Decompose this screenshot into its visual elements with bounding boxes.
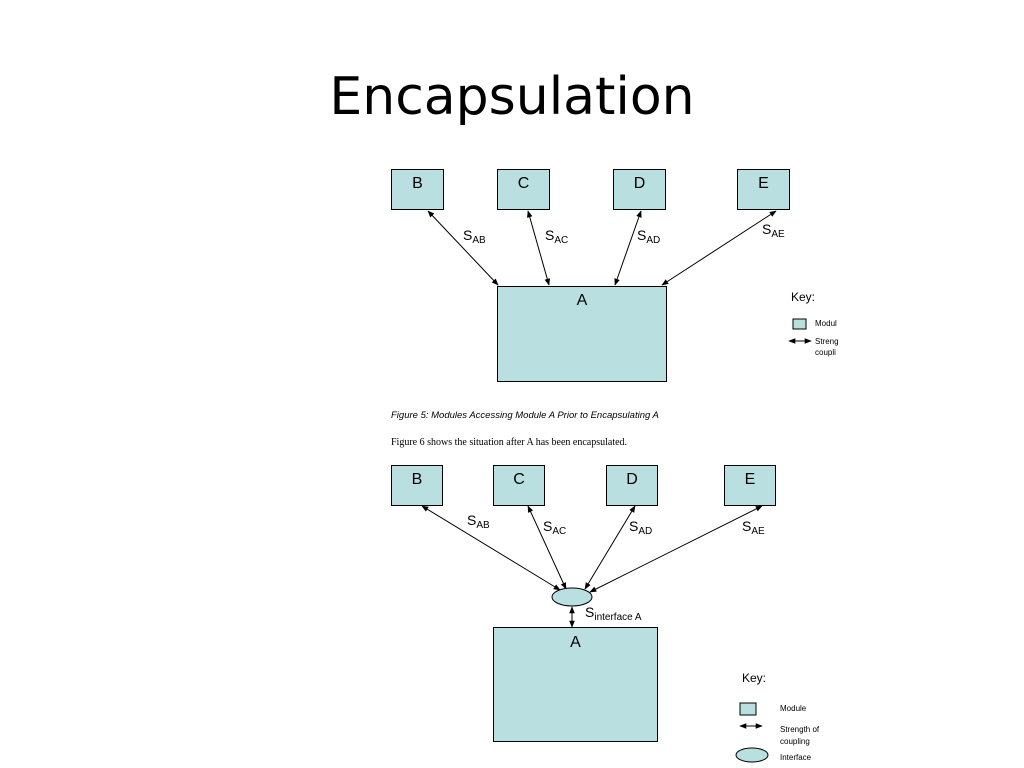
key-module-swatch: [792, 318, 807, 330]
strength-interface-label: Sinterface A: [585, 604, 642, 623]
arrow-b-interface: [421, 505, 561, 591]
module-a: A: [493, 627, 658, 742]
module-c: C: [497, 169, 550, 210]
strength-ac-label: SAC: [543, 518, 567, 537]
strength-ab-label: SAB: [467, 512, 490, 531]
arrow-ad: [614, 210, 642, 286]
arrow-ae: [661, 210, 777, 286]
strength-ab-label: SAB: [463, 227, 486, 246]
module-c: C: [493, 465, 545, 506]
interface-ellipse: [551, 587, 593, 607]
figure5-caption: Figure 5: Modules Accessing Module A Pri…: [391, 410, 659, 421]
key-labels-clipped: Modul Streng coupli: [815, 318, 840, 364]
arrow-ab: [427, 210, 499, 286]
arrow-ac: [527, 210, 550, 286]
strength-ae-label: SAE: [762, 221, 785, 240]
module-b: B: [391, 465, 443, 506]
strength-ad-label: SAD: [629, 518, 653, 537]
key-title: Key:: [742, 671, 767, 685]
module-a: A: [497, 286, 667, 382]
key-title: Key:: [791, 290, 816, 304]
key-strength-label-1: Strength of: [780, 725, 820, 734]
key-strength-label-1: Streng: [815, 337, 839, 346]
arrow-e-interface: [589, 505, 763, 593]
body-paragraph: Figure 6 shows the situation after A has…: [391, 437, 628, 448]
key-interface-label: Interface: [780, 753, 812, 762]
strength-ae-label: SAE: [742, 518, 765, 537]
module-d: D: [606, 465, 658, 506]
key-strength-label-2: coupling: [780, 737, 810, 746]
key-strength-label-2: coupli: [815, 348, 836, 357]
arrow-c-interface: [527, 505, 567, 590]
strength-ad-label: SAD: [637, 227, 661, 246]
module-e: E: [724, 465, 776, 506]
key6-interface-swatch: [735, 747, 769, 763]
key-module-label: Modul: [815, 319, 837, 328]
slide-title: Encapsulation: [329, 67, 695, 127]
arrow-d-interface: [584, 505, 636, 590]
key-module-label: Module: [780, 704, 807, 713]
module-d: D: [613, 169, 666, 210]
strength-ac-label: SAC: [545, 227, 569, 246]
key6-module-swatch: [739, 702, 757, 716]
module-b: B: [391, 169, 444, 210]
module-e: E: [737, 169, 790, 210]
